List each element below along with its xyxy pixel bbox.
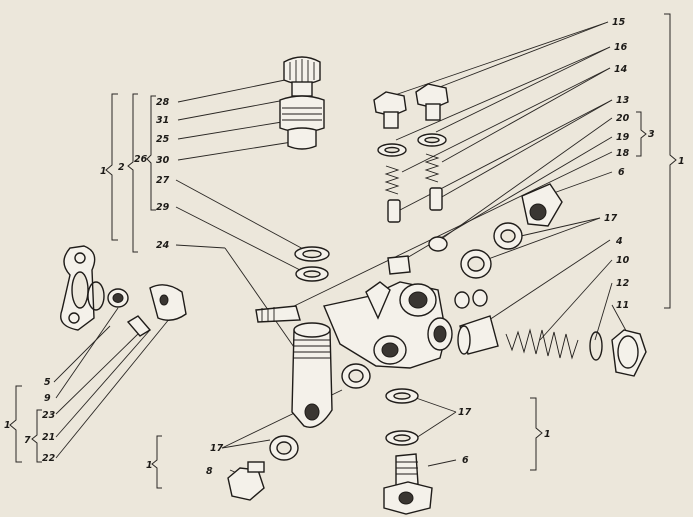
- washer-part-17f: [385, 430, 419, 446]
- pin-part-13a: [387, 199, 401, 223]
- washer-part-17e: [385, 388, 419, 404]
- bracket-bottom-left-7: [31, 409, 42, 463]
- label-13: 13: [616, 95, 630, 106]
- label-6-bottom: 6: [462, 455, 469, 466]
- label-21: 21: [42, 432, 55, 443]
- label-8: 8: [206, 466, 213, 477]
- label-28: 28: [156, 97, 170, 108]
- label-16-top: 16: [614, 42, 628, 53]
- spring-part-14b: [424, 153, 440, 183]
- label-9: 9: [44, 393, 51, 404]
- sleeve-part-4: [457, 315, 499, 355]
- label-1-bottom: 1: [146, 460, 153, 471]
- nut-part-23: [107, 288, 129, 308]
- washer-part-27: [294, 246, 330, 262]
- screw-part-18: [255, 305, 301, 323]
- callout-labels: 15 16 14 13 20 19 18 6 17 4 10 12 11 3 1…: [4, 17, 685, 477]
- label-1-left: 1: [100, 166, 107, 177]
- label-3: 3: [648, 129, 655, 140]
- tube-part-24: [291, 322, 333, 428]
- bracket-left-26: [146, 95, 156, 211]
- label-1-bottom-right: 1: [544, 429, 551, 440]
- knob-assembly: [279, 56, 325, 150]
- leader-lines: [53, 21, 631, 477]
- label-23: 23: [42, 410, 56, 421]
- label-15: 15: [612, 17, 626, 28]
- label-4: 4: [615, 236, 623, 247]
- bracket-bottom-right-1: [530, 397, 543, 471]
- bracket-right-main: [664, 13, 677, 309]
- label-17-bottom-left: 17: [210, 443, 224, 454]
- label-14: 14: [614, 64, 628, 75]
- bracket-left-1: [105, 93, 118, 241]
- label-18: 18: [616, 148, 630, 159]
- bracket-left-2: [127, 93, 138, 253]
- bracket-3: [636, 111, 647, 157]
- sleeve-part-20: [428, 236, 448, 252]
- valve-body: [323, 281, 453, 369]
- label-17-top: 17: [604, 213, 618, 224]
- washer-part-17c: [341, 363, 371, 389]
- washer-part-17a: [493, 222, 523, 250]
- washer-part-29: [295, 266, 329, 282]
- label-29: 29: [156, 202, 170, 213]
- label-24: 24: [156, 240, 170, 251]
- label-12: 12: [616, 278, 630, 289]
- label-6-top: 6: [618, 167, 625, 178]
- ring-part-9: [87, 281, 105, 311]
- label-20: 20: [616, 113, 630, 124]
- spring-part-14a: [384, 165, 400, 195]
- label-25: 25: [156, 134, 170, 145]
- label-1-bottom-left: 1: [4, 420, 11, 431]
- label-17-bottom-right: 17: [458, 407, 472, 418]
- label-7: 7: [24, 435, 31, 446]
- washer-part-16b: [417, 133, 447, 147]
- label-31: 31: [156, 115, 169, 126]
- label-2: 2: [118, 162, 125, 173]
- pin-part-21: [126, 315, 152, 337]
- ring-part-12: [589, 331, 603, 361]
- sleeve-part-19: [387, 255, 411, 275]
- label-10: 10: [616, 255, 630, 266]
- spring-part-10: [505, 328, 579, 360]
- union-part-6-top: [521, 183, 563, 227]
- label-19: 19: [616, 132, 630, 143]
- label-1-right: 1: [678, 156, 685, 167]
- cap-part-22: [149, 284, 187, 321]
- washer-part-17b: [460, 249, 492, 279]
- union-part-6-bottom: [383, 453, 433, 515]
- label-5: 5: [44, 377, 51, 388]
- plug-part-11: [611, 329, 647, 377]
- label-30: 30: [156, 155, 170, 166]
- washer-part-17d: [269, 435, 299, 461]
- bracket-bottom-left-1: [9, 385, 22, 463]
- bracket-bottom-1: [151, 435, 162, 489]
- label-27: 27: [156, 175, 170, 186]
- nut-pair-part-18: [454, 289, 488, 309]
- label-22: 22: [42, 453, 56, 464]
- bolt-head-part-15b: [415, 83, 449, 121]
- pin-part-13b: [429, 187, 443, 211]
- label-26: 26: [134, 154, 148, 165]
- washer-part-16a: [377, 143, 407, 157]
- bolt-head-part-15a: [373, 91, 407, 129]
- bolt-part-8: [227, 461, 265, 501]
- gasket-flange-part-5: [60, 245, 96, 331]
- label-11: 11: [616, 300, 629, 311]
